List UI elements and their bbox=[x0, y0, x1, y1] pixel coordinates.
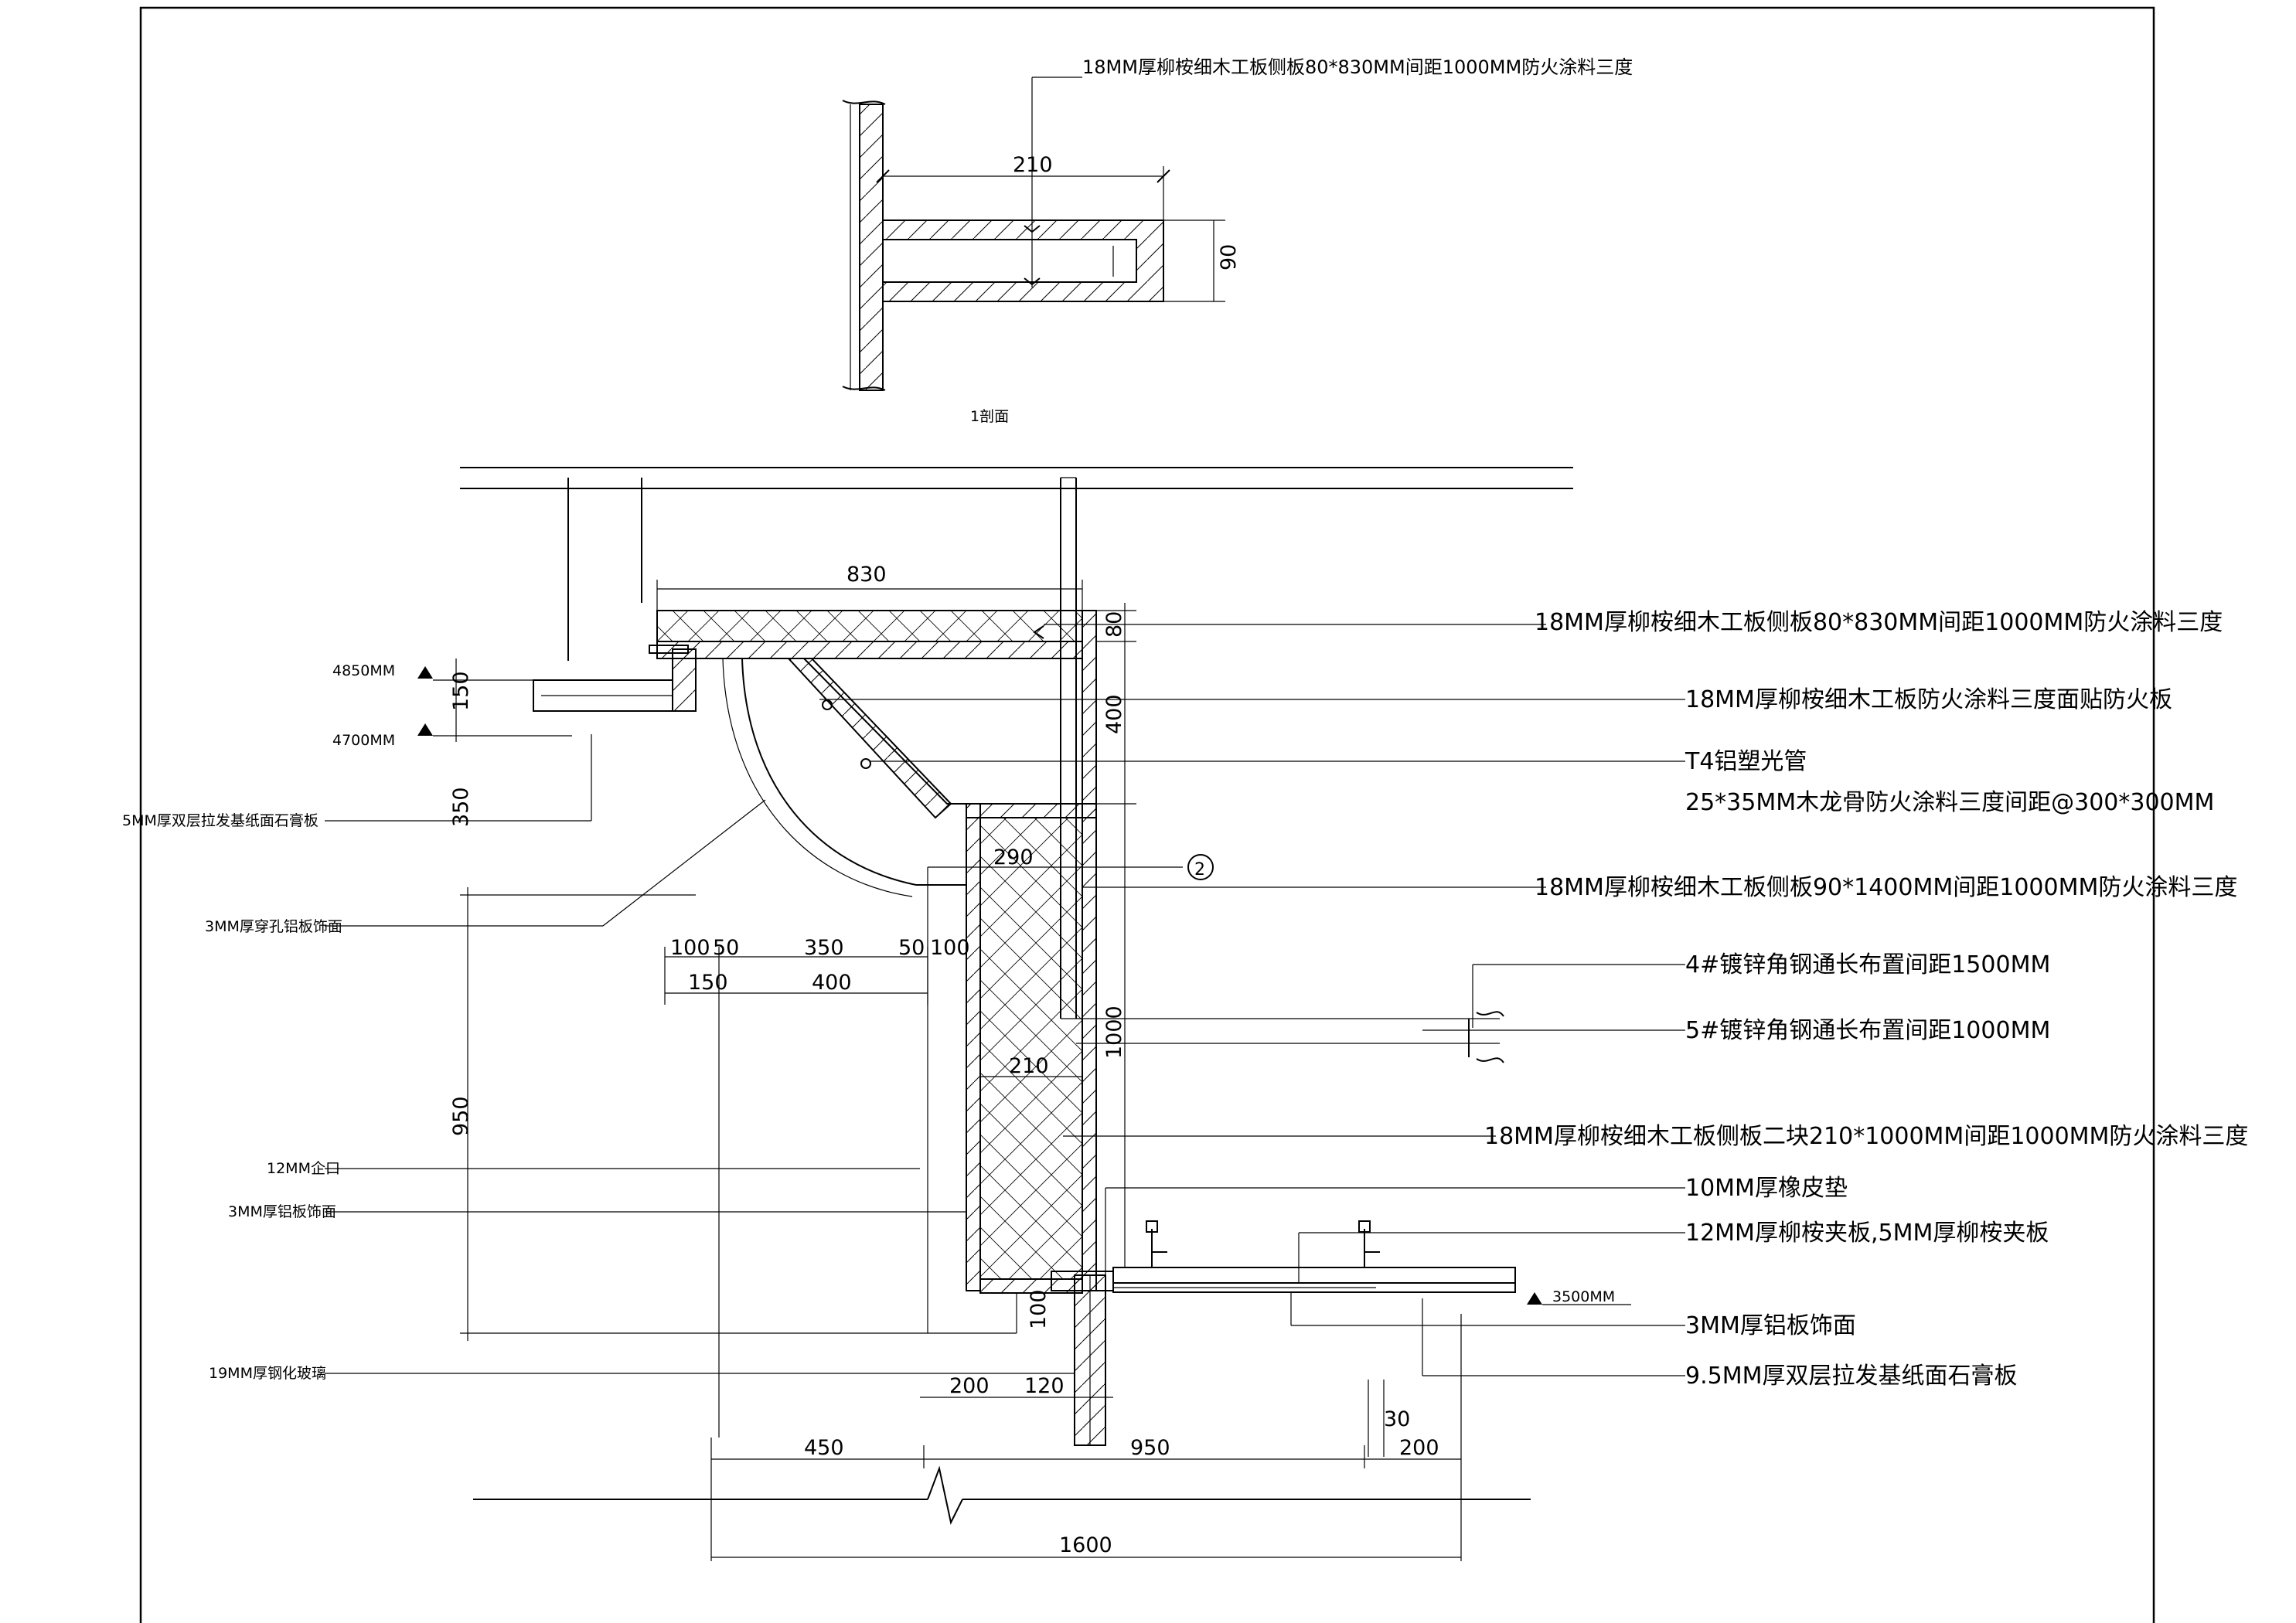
elevation-4850: 4850MM bbox=[332, 662, 395, 679]
note-aluminum-face: 3MM厚铝板饰面 bbox=[1685, 1312, 1856, 1339]
dim-50-a: 50 bbox=[713, 936, 739, 960]
dim-90-top: 90 bbox=[1217, 244, 1241, 270]
dim-100-b: 100 bbox=[1027, 1289, 1051, 1329]
note-angle-steel-4: 4#镀锌角钢通长布置间距1500MM bbox=[1685, 951, 2050, 978]
note-gypsum-board: 9.5MM厚双层拉发基纸面石膏板 bbox=[1685, 1363, 2017, 1390]
top-section-note: 18MM厚柳桉细木工板侧板80*830MM间距1000MM防火涂料三度 bbox=[1082, 56, 1633, 78]
note-perforated-aluminum: 3MM厚穿孔铝板饰面 bbox=[205, 918, 342, 935]
dim-50-b: 50 bbox=[898, 936, 925, 960]
elevation-4700: 4700MM bbox=[332, 732, 395, 749]
note-rubber-pad: 10MM厚橡皮垫 bbox=[1685, 1175, 1848, 1202]
note-fireproof-board: 18MM厚柳桉细木工板防火涂料三度面贴防火板 bbox=[1685, 686, 2172, 713]
dim-290: 290 bbox=[993, 846, 1034, 869]
note-plywood: 12MM厚柳桉夹板,5MM厚柳桉夹板 bbox=[1685, 1220, 2049, 1247]
dim-210-top: 210 bbox=[1013, 153, 1053, 177]
dim-1000: 1000 bbox=[1102, 1005, 1126, 1059]
dim-210-mid: 210 bbox=[1009, 1054, 1049, 1078]
dim-120: 120 bbox=[1024, 1374, 1065, 1398]
dim-30: 30 bbox=[1384, 1407, 1410, 1431]
note-t4-tube: T4铝塑光管 bbox=[1685, 748, 1807, 775]
dim-400-r: 400 bbox=[1102, 694, 1126, 734]
note-angle-steel-5: 5#镀锌角钢通长布置间距1000MM bbox=[1685, 1017, 2050, 1044]
drawing-frame bbox=[139, 6, 2155, 1623]
dim-400-h: 400 bbox=[812, 971, 852, 995]
note-left-gypsum: 5MM厚双层拉发基纸面石膏板 bbox=[122, 812, 319, 829]
main-section-detail: 2 bbox=[332, 467, 1631, 1446]
dim-150-l: 150 bbox=[449, 671, 473, 711]
note-aluminum-left: 3MM厚铝板饰面 bbox=[228, 1203, 336, 1220]
left-annotations: 5MM厚双层拉发基纸面石膏板 3MM厚穿孔铝板饰面 12MM企口 3MM厚铝板饰… bbox=[122, 734, 1075, 1382]
dim-200-b: 200 bbox=[1399, 1436, 1439, 1460]
note-side-panel-210x1000: 18MM厚柳桉细木工板侧板二块210*1000MM间距1000MM防火涂料三度 bbox=[1484, 1123, 2248, 1150]
dim-100-a: 100 bbox=[670, 936, 710, 960]
dim-950-b: 950 bbox=[1130, 1436, 1170, 1460]
main-dimensions: 830 80 400 1000 290 210 100 100 50 350 5… bbox=[473, 563, 1531, 1561]
dim-150-h: 150 bbox=[688, 971, 728, 995]
dim-350-h: 350 bbox=[804, 936, 844, 960]
dim-950-l: 950 bbox=[449, 1096, 473, 1136]
note-tongue-groove: 12MM企口 bbox=[267, 1160, 340, 1177]
dim-830: 830 bbox=[847, 563, 887, 587]
section-title: 1剖面 bbox=[970, 408, 1009, 425]
note-side-panel-80x830: 18MM厚柳桉细木工板侧板80*830MM间距1000MM防火涂料三度 bbox=[1535, 609, 2223, 636]
dim-200-a: 200 bbox=[949, 1374, 990, 1398]
dim-450: 450 bbox=[804, 1436, 844, 1460]
elevation-3500: 3500MM bbox=[1552, 1288, 1615, 1305]
note-wood-keel: 25*35MM木龙骨防火涂料三度间距@300*300MM bbox=[1685, 789, 2214, 816]
dim-100-c: 100 bbox=[930, 936, 970, 960]
detail-label: 2 bbox=[1194, 860, 1205, 880]
right-annotations: 18MM厚柳桉细木工板侧板80*830MM间距1000MM防火涂料三度 18MM… bbox=[819, 609, 2248, 1390]
note-side-panel-90x1400: 18MM厚柳桉细木工板侧板90*1400MM间距1000MM防火涂料三度 bbox=[1535, 874, 2237, 901]
note-tempered-glass: 19MM厚钢化玻璃 bbox=[209, 1365, 326, 1382]
top-section-detail: 210 90 18MM厚柳桉细木工板侧板80*830MM间距1000MM防火涂料… bbox=[842, 56, 1633, 425]
dim-1600: 1600 bbox=[1059, 1533, 1112, 1557]
